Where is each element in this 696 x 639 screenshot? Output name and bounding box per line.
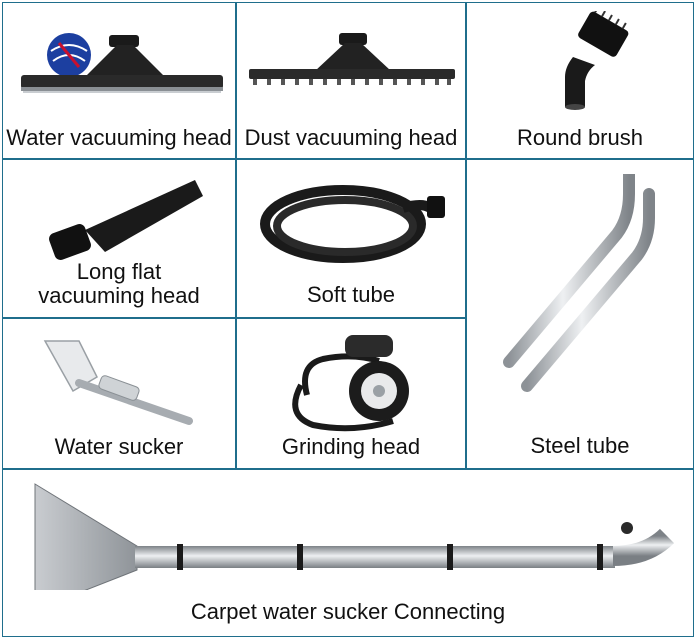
steel-tube-image <box>503 174 655 392</box>
item-label: Long flat vacuuming head <box>38 259 200 308</box>
cell-round-brush: Round brush <box>466 2 694 159</box>
cell-steel-tube: Steel tube <box>466 159 694 469</box>
cell-grinding-head: Grinding head <box>236 318 466 469</box>
long-flat-vacuuming-head-image <box>49 180 203 260</box>
item-label: Water sucker <box>54 434 184 459</box>
cell-carpet-water-sucker: Carpet water sucker Connecting <box>2 469 694 637</box>
cell-water-vacuuming-head: Water vacuuming head <box>2 2 236 159</box>
dust-vacuuming-head-image <box>249 33 455 85</box>
item-label: Water vacuuming head <box>6 125 232 150</box>
soft-tube-image <box>260 185 445 263</box>
cell-water-sucker: Water sucker <box>2 318 236 469</box>
item-label: Round brush <box>517 125 643 150</box>
water-vacuuming-head-image <box>21 35 223 93</box>
cell-soft-tube: Soft tube <box>236 159 466 318</box>
brand-logo-icon <box>47 33 91 77</box>
item-label: Grinding head <box>281 434 421 459</box>
item-label: Soft tube <box>306 282 396 307</box>
water-sucker-image <box>43 340 193 425</box>
cell-long-flat-vacuuming-head: Long flat vacuuming head <box>2 159 236 318</box>
item-label: Steel tube <box>530 433 630 458</box>
grinding-head-image <box>292 335 409 432</box>
carpet-water-sucker-image <box>34 483 675 590</box>
item-label: Dust vacuuming head <box>244 125 458 150</box>
cell-dust-vacuuming-head: Dust vacuuming head <box>236 2 466 159</box>
item-label: Carpet water sucker Connecting <box>190 599 506 624</box>
round-brush-image <box>565 11 629 110</box>
